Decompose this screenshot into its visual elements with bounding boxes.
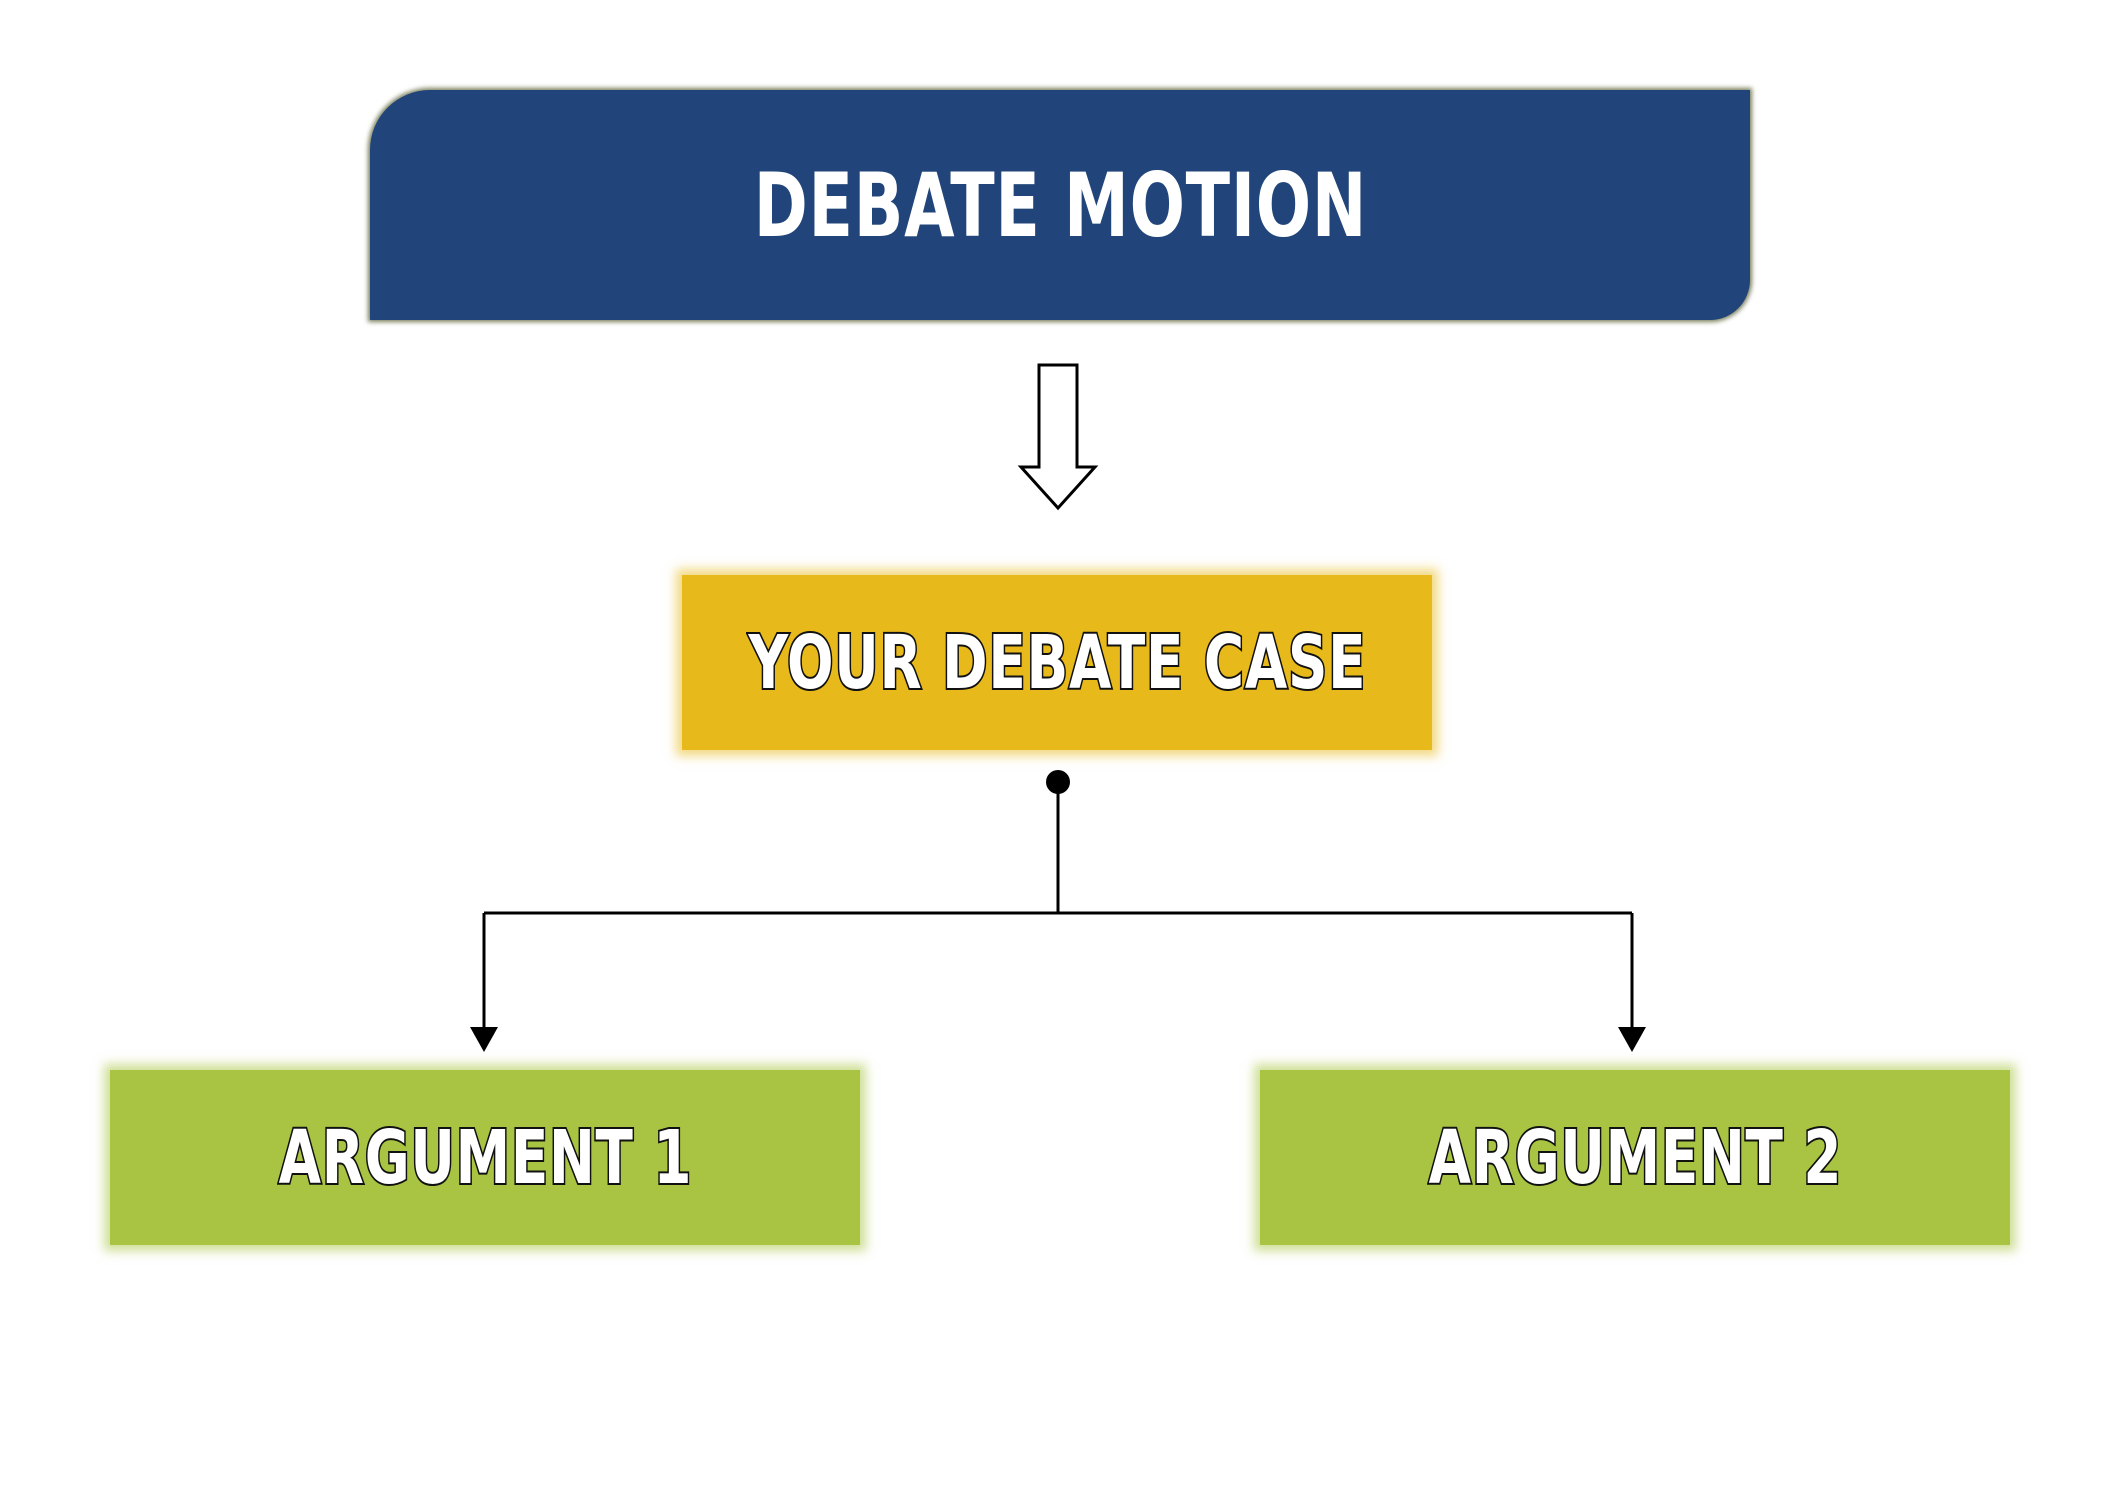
arrowhead-right-icon	[1618, 1027, 1646, 1052]
argument-2-label: ARGUMENT 2	[1427, 1113, 1843, 1203]
debate-motion-box: DEBATE MOTION	[370, 90, 1750, 320]
argument-2-box: ARGUMENT 2	[1260, 1070, 2010, 1245]
argument-1-box: ARGUMENT 1	[110, 1070, 860, 1245]
debate-case-label: YOUR DEBATE CASE	[747, 618, 1367, 708]
hollow-down-arrow-icon	[1017, 363, 1099, 511]
debate-case-box: YOUR DEBATE CASE	[682, 575, 1432, 750]
debate-motion-label: DEBATE MOTION	[753, 153, 1367, 257]
argument-1-label: ARGUMENT 1	[277, 1113, 693, 1203]
arrowhead-left-icon	[470, 1027, 498, 1052]
